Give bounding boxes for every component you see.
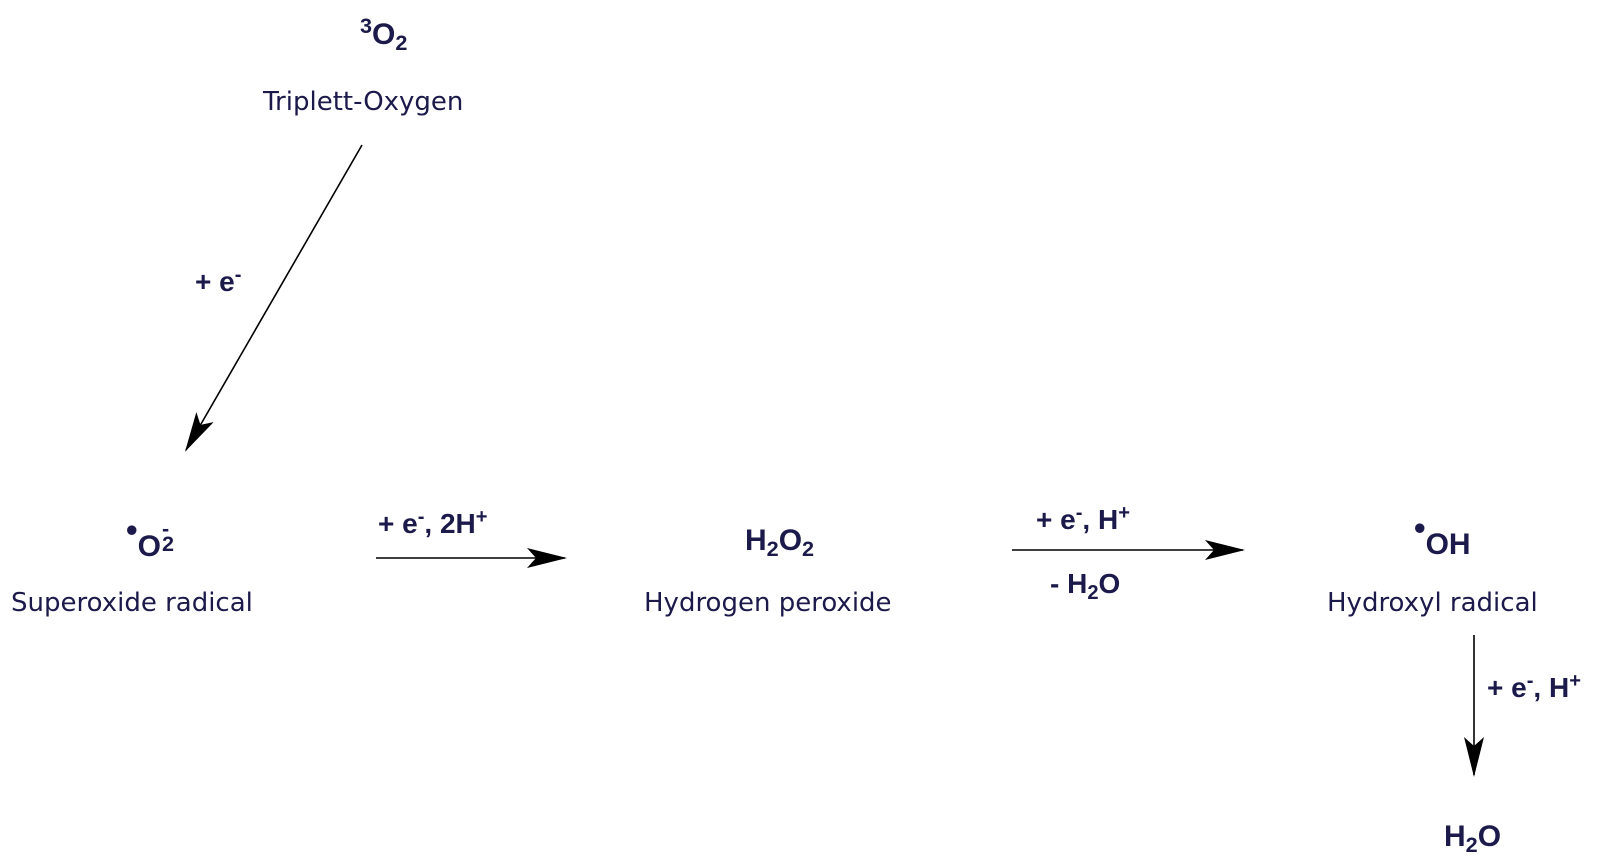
radical-dot: • — [126, 511, 138, 549]
charge-superscript: + — [475, 505, 488, 528]
condition-step1: + e- — [195, 265, 241, 297]
hydrogen-peroxide-formula: H2O2 — [745, 524, 814, 560]
water-formula: H2O — [1444, 820, 1502, 856]
condition-text: , 2H — [424, 508, 476, 539]
element-symbol: OH — [1425, 528, 1471, 561]
triplet-oxygen-name: Triplett-Oxygen — [263, 87, 464, 117]
charge-superscript: - — [234, 263, 242, 286]
condition-text: - H — [1050, 568, 1088, 599]
hydroxyl-formula: •OH — [1414, 511, 1471, 561]
charge-superscript: + — [1118, 501, 1130, 524]
condition-text: + e — [378, 508, 418, 539]
triplet-oxygen-formula: 3O2 — [360, 15, 407, 53]
subscript: 2 — [1087, 581, 1099, 604]
charge-superscript: - — [161, 516, 170, 542]
charge-superscript: - — [1526, 669, 1534, 692]
superoxide-name: Superoxide radical — [11, 588, 253, 618]
condition-text: , H — [1082, 504, 1119, 535]
condition-text: + e — [1487, 672, 1527, 703]
condition-step3-above: + e-, H+ — [1036, 503, 1130, 535]
radical-dot: • — [1414, 509, 1426, 547]
subscript: 2 — [1465, 832, 1478, 857]
condition-step4: + e-, H+ — [1487, 671, 1581, 703]
element-symbol: O — [778, 524, 803, 557]
isotope-superscript: 3 — [360, 13, 373, 39]
subscript: 2 — [766, 536, 779, 562]
superoxide-formula: •O-2 — [126, 513, 180, 563]
condition-text: , H — [1533, 672, 1570, 703]
condition-text: + e — [1036, 504, 1076, 535]
element-symbol: O — [372, 18, 396, 51]
charge-superscript: - — [417, 505, 425, 528]
condition-text: + e — [195, 266, 235, 297]
subscript: 2 — [395, 30, 408, 56]
hydrogen-peroxide-name: Hydrogen peroxide — [644, 588, 892, 618]
element-symbol: O — [137, 530, 161, 563]
hydroxyl-name: Hydroxyl radical — [1327, 588, 1538, 618]
charge-superscript: + — [1569, 669, 1581, 692]
condition-step2: + e-, 2H+ — [378, 507, 488, 539]
condition-text: O — [1098, 568, 1121, 599]
arrow-triplet-to-superoxide — [185, 144, 363, 452]
subscript: 2 — [161, 530, 174, 556]
element-symbol: H — [1444, 820, 1466, 853]
charge-superscript: - — [1075, 501, 1083, 524]
sub-super-stack: -2 — [161, 518, 180, 556]
element-symbol: H — [745, 524, 767, 557]
condition-step3-below: - H2O — [1050, 568, 1121, 603]
subscript: 2 — [802, 536, 815, 562]
element-symbol: O — [1477, 820, 1502, 853]
